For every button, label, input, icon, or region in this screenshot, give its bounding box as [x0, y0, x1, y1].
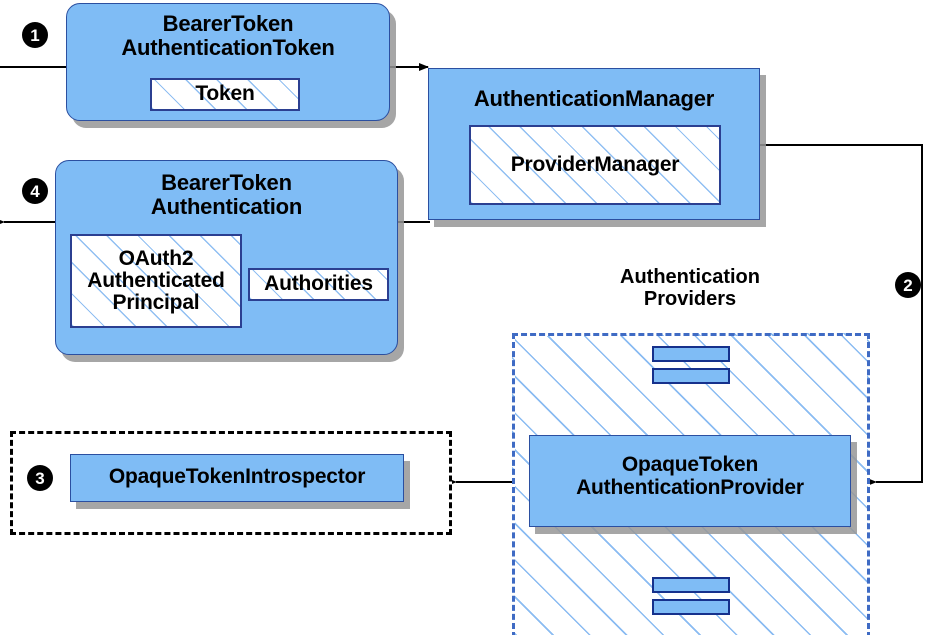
oauth2-principal-line2: Authenticated: [87, 268, 225, 292]
bearer-token-authentication-token-title: BearerToken AuthenticationToken: [67, 12, 389, 60]
provider-stack-bar-bottom-2: [652, 599, 730, 615]
oauth2-principal-label: OAuth2 Authenticated Principal: [87, 246, 225, 315]
node-token-field[interactable]: Token: [150, 78, 300, 111]
provider-stack-bar-top-1: [652, 346, 730, 362]
step-badge-3: 3: [27, 465, 53, 491]
opaque-token-authentication-provider-title: OpaqueToken AuthenticationProvider: [530, 453, 850, 499]
provider-stack-bar-top-2: [652, 368, 730, 384]
node-authorities-field[interactable]: Authorities: [248, 268, 389, 301]
oauth2-principal-line3: Principal: [112, 291, 200, 315]
group-authentication-providers-label: Authentication Providers: [560, 266, 820, 310]
opaque-token-introspector-title: OpaqueTokenIntrospector: [108, 465, 366, 488]
btat-title-line2: AuthenticationToken: [121, 34, 335, 60]
step-badge-2: 2: [895, 272, 921, 298]
bearer-token-authentication-title: BearerToken Authentication: [56, 171, 397, 219]
token-field-label: Token: [195, 82, 255, 106]
node-oauth2-authenticated-principal-field[interactable]: OAuth2 Authenticated Principal: [70, 234, 242, 328]
group-label-line1: Authentication: [620, 266, 760, 288]
group-label-line2: Providers: [643, 287, 737, 310]
authorities-label: Authorities: [264, 272, 373, 296]
bta-title-line2: Authentication: [150, 193, 303, 219]
oauth2-principal-line1: OAuth2: [118, 246, 194, 270]
step-badge-4: 4: [22, 178, 48, 204]
authentication-manager-title: AuthenticationManager: [473, 86, 715, 111]
step-badge-1: 1: [22, 22, 48, 48]
provider-stack-bar-bottom-1: [652, 577, 730, 593]
node-opaque-token-introspector[interactable]: OpaqueTokenIntrospector: [70, 454, 404, 502]
node-opaque-token-authentication-provider[interactable]: OpaqueToken AuthenticationProvider: [529, 435, 851, 527]
otap-title-line1: OpaqueToken: [621, 453, 759, 476]
btat-title-line1: BearerToken: [162, 11, 294, 36]
node-provider-manager-field[interactable]: ProviderManager: [469, 125, 721, 205]
bta-title-line1: BearerToken: [161, 170, 292, 195]
provider-manager-label: ProviderManager: [510, 152, 680, 176]
otap-title-line2: AuthenticationProvider: [576, 475, 804, 499]
